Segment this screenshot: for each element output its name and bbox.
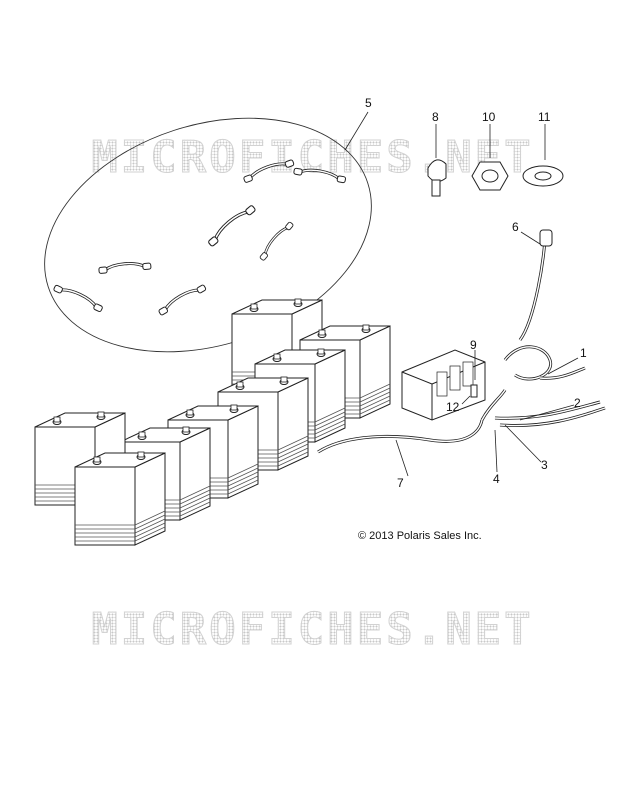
batteries [34, 298, 391, 546]
nut-part-10 [471, 124, 509, 191]
callout-4: 4 [493, 472, 500, 486]
callout-5: 5 [365, 96, 372, 110]
callout-6: 6 [512, 220, 519, 234]
callout-10: 10 [482, 110, 496, 124]
washer-part-11 [522, 124, 564, 187]
callout-1: 1 [580, 346, 587, 360]
callout-8: 8 [432, 110, 439, 124]
watermark-bottom: MICROFICHES.NET [0, 604, 625, 656]
callout-2: 2 [574, 396, 581, 410]
copyright-notice: © 2013 Polaris Sales Inc. [358, 530, 482, 542]
callout-9: 9 [470, 338, 477, 352]
cables [317, 229, 606, 454]
jumper-cables [51, 156, 348, 318]
watermark-top: MICROFICHES.NET [0, 132, 625, 184]
clamp-part-8 [427, 124, 447, 197]
callout-3: 3 [541, 458, 548, 472]
leader-lines [344, 111, 579, 477]
callout-12: 12 [446, 400, 460, 414]
controller-box [401, 349, 486, 421]
callout-11: 11 [538, 110, 551, 124]
callout-7: 7 [397, 476, 404, 490]
